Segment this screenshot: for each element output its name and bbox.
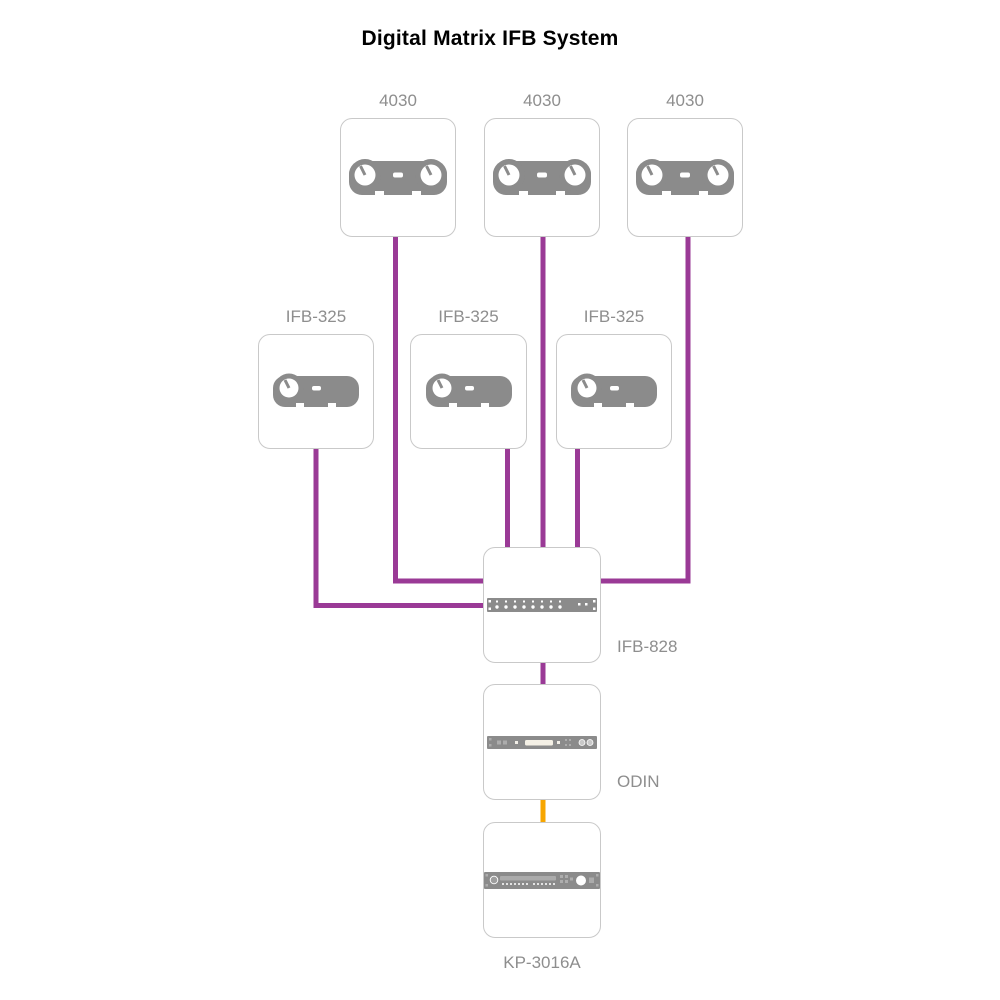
- rack-unit-display-icon: [487, 735, 597, 749]
- node-ifb325-1: [258, 334, 374, 449]
- rack-unit-io-panel-icon: [487, 598, 597, 612]
- node-ifb325-3: [556, 334, 672, 449]
- node-label-4030-3: 4030: [666, 91, 704, 110]
- node-4030-3: [627, 118, 743, 237]
- single-knob-speaker-station-icon: [425, 373, 512, 409]
- node-4030-1: [340, 118, 456, 237]
- node-label-kp3016a: KP-3016A: [503, 953, 581, 972]
- rack-unit-keypanel-icon: [484, 871, 600, 889]
- node-label-ifb325-3: IFB-325: [583, 307, 645, 326]
- node-label-ifb828: IFB-828: [617, 637, 678, 656]
- node-4030-2: [484, 118, 600, 237]
- single-knob-speaker-station-icon: [571, 373, 657, 409]
- node-odin: [483, 684, 601, 800]
- dual-knob-beltpack-icon: [493, 158, 591, 197]
- node-ifb325-2: [410, 334, 527, 449]
- node-label-ifb325-1: IFB-325: [285, 307, 347, 326]
- node-label-odin: ODIN: [617, 772, 660, 791]
- dual-knob-beltpack-icon: [636, 158, 734, 197]
- diagram-title: Digital Matrix IFB System: [361, 27, 619, 50]
- dual-knob-beltpack-icon: [349, 158, 447, 197]
- connection-ifb325-1-to-ifb828: [313, 449, 483, 608]
- node-ifb828: [483, 547, 601, 663]
- node-label-4030-1: 4030: [379, 91, 417, 110]
- connection-4030-3-to-ifb828: [601, 237, 691, 584]
- connection-4030-1-to-ifb828: [393, 237, 483, 584]
- node-kp3016a: [483, 822, 601, 938]
- node-label-4030-2: 4030: [523, 91, 561, 110]
- node-label-ifb325-2: IFB-325: [438, 307, 499, 326]
- single-knob-speaker-station-icon: [273, 373, 359, 409]
